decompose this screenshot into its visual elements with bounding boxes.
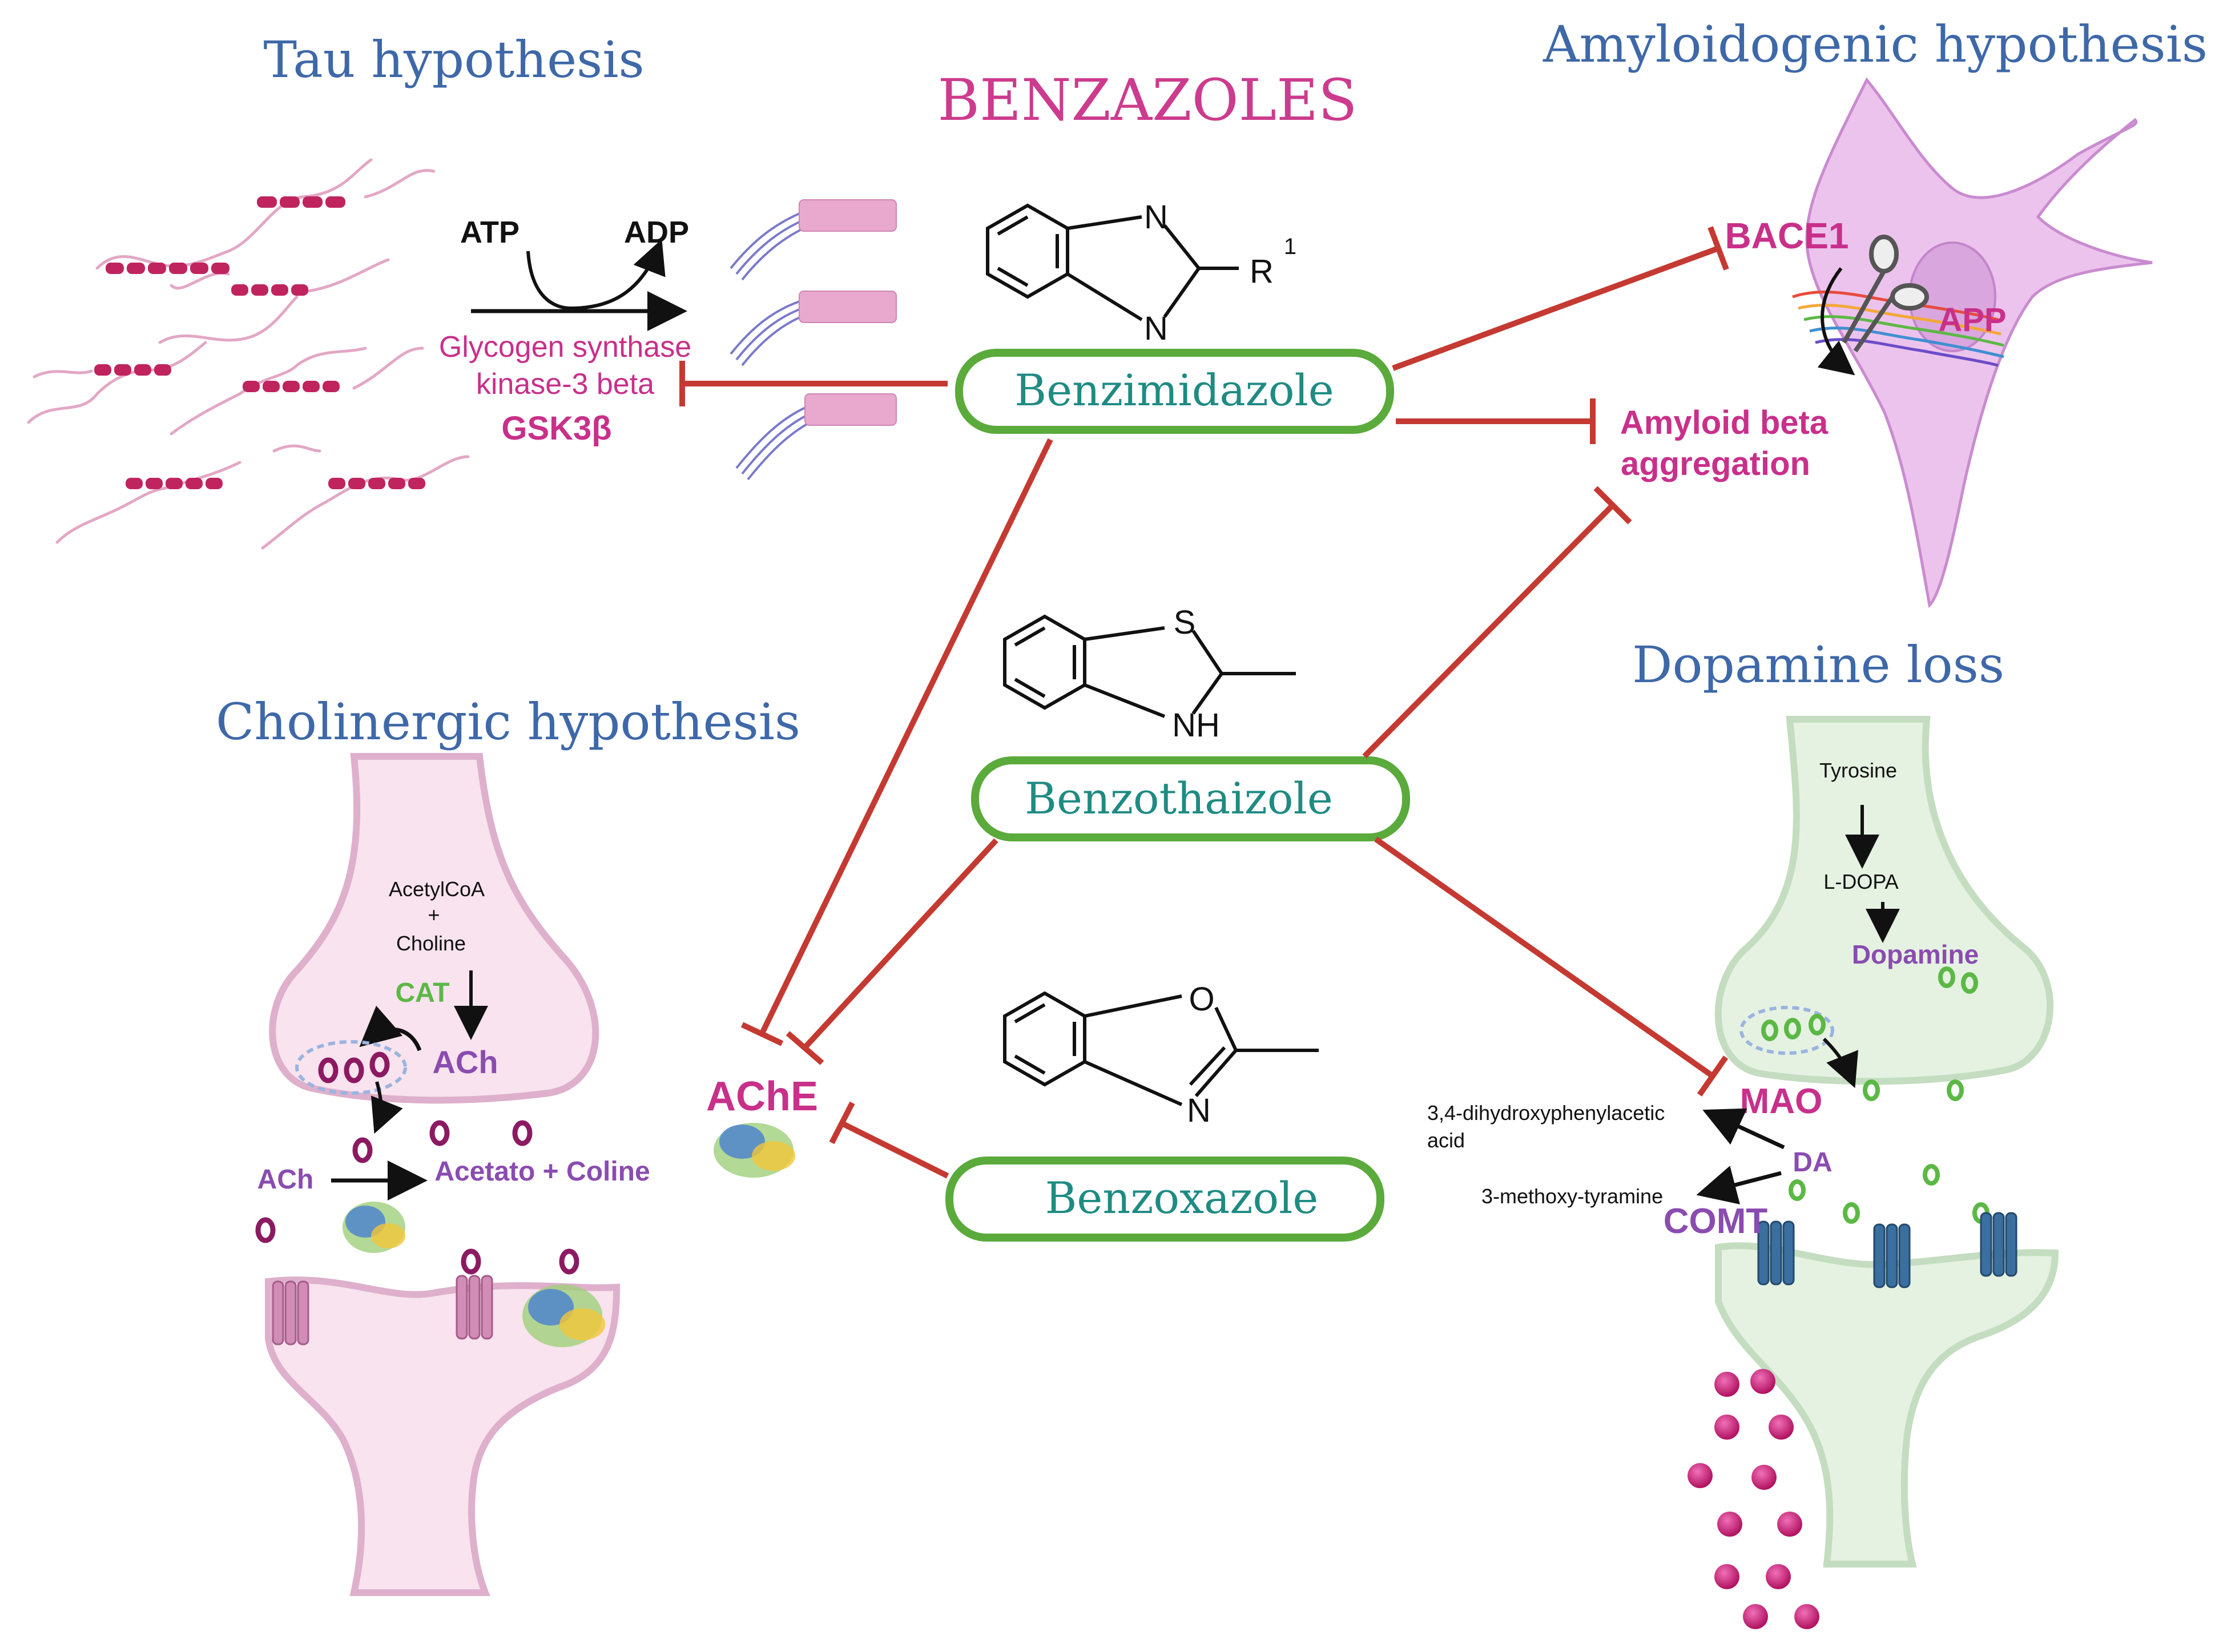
dopamine-molecules (1761, 966, 1990, 1224)
hydrolysis-products-label: Acetato + Coline (434, 1157, 650, 1187)
benzoxazole-label: Benzoxazole (1045, 1172, 1319, 1223)
benzothiazole-structure (1003, 614, 1296, 718)
ach-cleft-label: ACh (257, 1165, 314, 1195)
benzoxazole-pill: Benzoxazole (945, 1157, 1384, 1242)
scissors-icon (1842, 235, 1929, 353)
cat-label: CAT (395, 978, 449, 1008)
ache-enzyme-icon (343, 1202, 605, 1347)
benzothiazole-nh: NH (1172, 707, 1220, 744)
tau-fibrils (27, 158, 470, 550)
benzimidazole-label: Benzimidazole (1014, 365, 1334, 416)
magenta-dots (1688, 1369, 1819, 1629)
benzimidazole-n-top: N (1144, 199, 1168, 236)
comt-metabolism-arrow (1696, 1166, 1782, 1204)
benzoxazole-o: O (1189, 981, 1214, 1018)
ache-label: AChE (706, 1074, 818, 1119)
da-label: DA (1793, 1147, 1832, 1178)
atp-label: ATP (460, 215, 519, 249)
amyloid-section-title: Amyloidogenic hypothesis (1543, 15, 2208, 74)
cholinergic-postsynaptic-terminal (265, 1276, 621, 1596)
benzimidazole-n-bottom: N (1144, 310, 1168, 347)
amyloid-aggregation-line1: Amyloid beta (1620, 404, 1829, 441)
benzothiazole-label: Benzothaizole (1025, 773, 1333, 824)
ach-synthesized-label: ACh (432, 1044, 498, 1080)
benzimidazole-structure (986, 203, 1239, 321)
ach-molecules (255, 1051, 579, 1275)
benzoxazole-n: N (1187, 1092, 1211, 1129)
cholinergic-receptors (272, 1275, 493, 1345)
ldopa-label: L-DOPA (1823, 870, 1898, 893)
dopac-line1: 3,4-dihydroxyphenylacetic (1427, 1101, 1665, 1125)
adp-label: ADP (624, 215, 689, 249)
amyloid-aggregation-line2: aggregation (1621, 445, 1810, 482)
ache-structure-icon (714, 1123, 795, 1178)
benzothiazole-pill: Benzothaizole (971, 756, 1410, 841)
gsk3b-name-line1: Glycogen synthase (439, 331, 691, 364)
inhibition-edges (679, 226, 1729, 1179)
tau-section-title: Tau hypothesis (263, 30, 644, 89)
dopamine-vesicle-pool (1739, 1006, 1834, 1055)
paired-helical-filaments (730, 199, 897, 481)
tau-aggregates (94, 196, 425, 489)
cholinergic-presynaptic-terminal (269, 753, 599, 1104)
gsk3b-name-line2: kinase-3 beta (476, 368, 654, 401)
mao-label: MAO (1740, 1082, 1823, 1121)
ach-loading-arrow (359, 1005, 422, 1051)
vesicle-pool (295, 1040, 407, 1095)
acetylcoa-label: AcetylCoA (389, 877, 485, 901)
release-arrow (370, 1081, 403, 1134)
mao-metabolism-arrow (1702, 1108, 1785, 1150)
benzothiazole-s: S (1174, 604, 1196, 641)
app-label: APP (1938, 301, 2006, 339)
dopamine-release-arrow (1822, 1037, 1859, 1089)
choline-label: Choline (396, 932, 466, 955)
gsk3b-abbr: GSK3β (501, 410, 611, 447)
dopamine-label: Dopamine (1852, 940, 1979, 969)
benzoxazole-structure (1003, 991, 1319, 1106)
dopamine-postsynaptic-terminal (1715, 1242, 2059, 1568)
cholinergic-section-title: Cholinergic hypothesis (216, 692, 800, 751)
plus-label: + (428, 903, 440, 926)
dopamine-section-title: Dopamine loss (1632, 635, 2004, 694)
benzimidazole-pill: Benzimidazole (955, 349, 1394, 434)
comt-label: COMT (1664, 1202, 1768, 1241)
methoxytyramine-label: 3-methoxy-tyramine (1481, 1184, 1663, 1208)
bace1-label: BACE1 (1725, 215, 1849, 256)
tyrosine-label: Tyrosine (1819, 759, 1897, 782)
main-title: BENZAZOLES (937, 67, 1357, 134)
dopamine-receptors (1757, 1212, 2017, 1288)
benzimidazole-r-superscript: 1 (1284, 234, 1296, 259)
gsk3b-reaction (471, 239, 687, 331)
cleavage-arrow (1817, 267, 1855, 376)
dopac-line2: acid (1427, 1129, 1465, 1152)
benzimidazole-r-group: R (1250, 253, 1274, 290)
